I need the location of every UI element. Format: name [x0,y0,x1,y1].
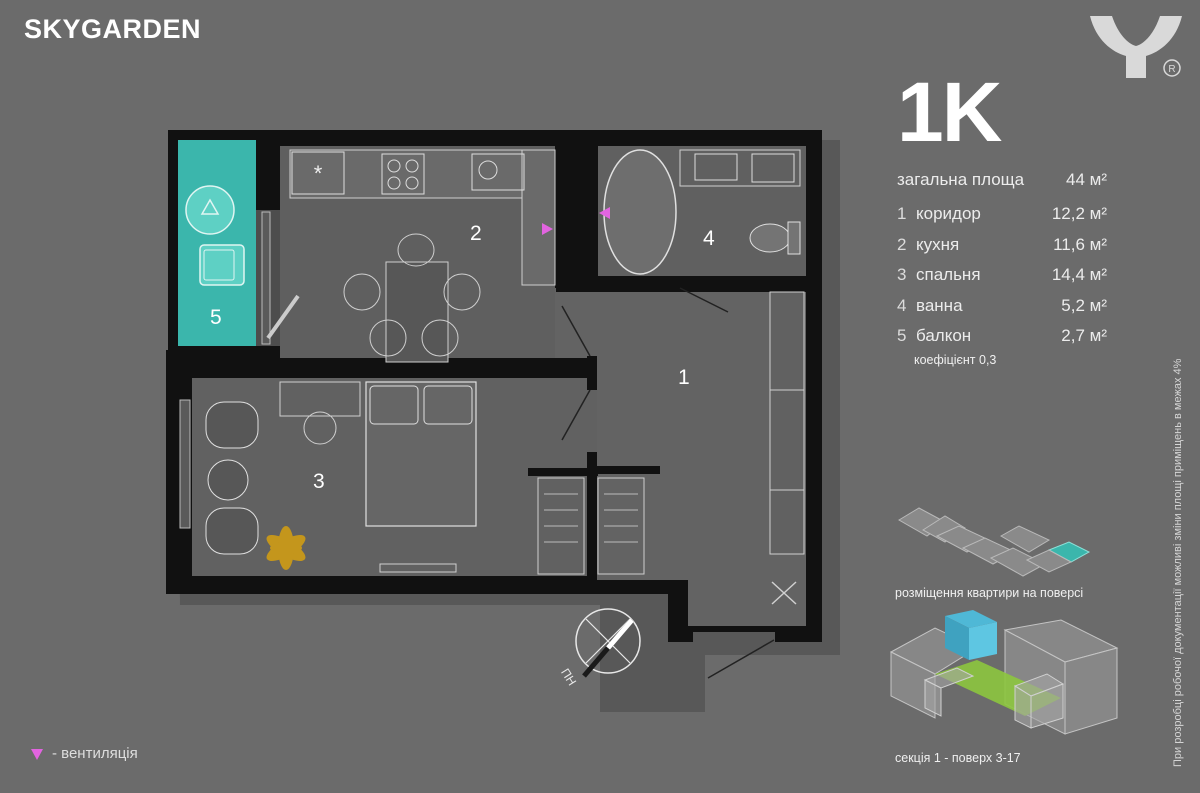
shelf-unit [597,477,645,575]
room-row: 5 балкон 2,7 м² [897,321,1107,352]
chair [343,273,381,311]
room-number: 1 [897,204,907,224]
room-number: 5 [897,326,907,346]
chair [443,273,481,311]
room-name: кухня [916,234,960,254]
balcony-floor [178,140,256,346]
section-location-caption: секція 1 - поверх 3-17 [895,751,1021,765]
vent-marker-kitchen [542,223,553,235]
kitchen-counter-side [521,149,556,286]
chair [397,233,435,267]
triangle-down-icon [31,748,43,760]
compass-icon [575,608,641,678]
room-area: 2,7 м² [1061,326,1107,346]
sink [471,153,525,191]
vent-marker-bath [599,207,610,219]
wall [170,358,590,378]
wall [528,468,598,476]
dining-table [385,261,449,363]
room-row: 2 кухня 11,6 м² [897,230,1107,261]
triangle-mark [200,198,220,215]
section-location-diagram [889,610,1119,735]
bedroom-door [561,389,591,441]
room-label-2: 2 [470,222,482,245]
balcony-door [266,294,300,340]
legend: - вентиляція [30,745,138,762]
bathtub [603,149,677,275]
room-row: 4 ванна 5,2 м² [897,291,1107,322]
section-highlight [945,610,997,628]
plant-icon [266,526,306,570]
round-table [185,185,235,235]
room-area: 5,2 м² [1061,295,1107,315]
room-number: 3 [897,265,907,285]
wardrobe [769,291,805,555]
room-number: 2 [897,234,907,254]
kitchen-door [561,305,591,357]
brand-name: SKYGARDEN [24,14,202,44]
wall [597,466,660,474]
chair [421,319,459,357]
room-name: ванна [916,295,963,315]
floor-location-diagram [898,507,1091,577]
armchair [205,507,259,555]
toilet [749,223,791,253]
y-letter-logo-icon: R [1090,16,1182,78]
room-area: 12,2 м² [1051,204,1107,224]
wall [587,452,597,580]
coefficient: коефіцієнт 0,3 [914,353,997,367]
bedroom-window [179,399,191,529]
shelf-unit [537,477,585,575]
legend-text: - вентиляція [52,745,138,762]
room-name: спальня [916,265,981,285]
bath-door [679,287,729,313]
balcony-window [261,211,271,345]
entry-door [707,639,775,679]
apartment-type: 1K [897,65,1002,159]
svg-text:*: * [314,161,323,186]
room-number: 4 [897,295,907,315]
chair [369,319,407,357]
armchair [205,401,259,449]
wall [735,282,806,292]
wall [587,356,597,390]
tv-stand [379,563,457,573]
room-label-3: 3 [313,470,325,493]
side-note: При розробці робочої документації можлив… [1172,358,1184,767]
total-area-label: загальна площа [897,170,1025,189]
room-row: 3 спальня 14,4 м² [897,260,1107,291]
wall [680,282,692,292]
desk [279,381,361,417]
room-label-5: 5 [210,306,222,329]
room-label-1: 1 [678,366,690,389]
bath-counter [679,149,801,187]
room-area: 14,4 м² [1051,265,1107,285]
svg-text:R: R [1168,64,1175,75]
room-name: коридор [916,204,981,224]
washer [751,153,795,183]
room-name: балкон [916,326,972,346]
armchair [199,244,245,286]
room-row: 1 коридор 12,2 м² [897,199,1107,230]
room-label-4: 4 [703,227,715,250]
floor-location-caption: розміщення квартири на поверсі [895,586,1084,600]
kitchen-counter [289,149,556,199]
room-area: 11,6 м² [1053,234,1107,254]
wall [256,146,280,210]
total-area-row: загальна площа 44 м² [897,168,1107,192]
fridge [291,151,345,195]
floor-plan: * [166,130,840,712]
total-area-value: 44 м² [1066,170,1107,189]
coffee-table [207,459,249,501]
wall [556,146,598,292]
stove [381,153,425,195]
desk-chair [303,411,337,445]
washbasin [694,153,738,181]
bed [365,381,477,527]
